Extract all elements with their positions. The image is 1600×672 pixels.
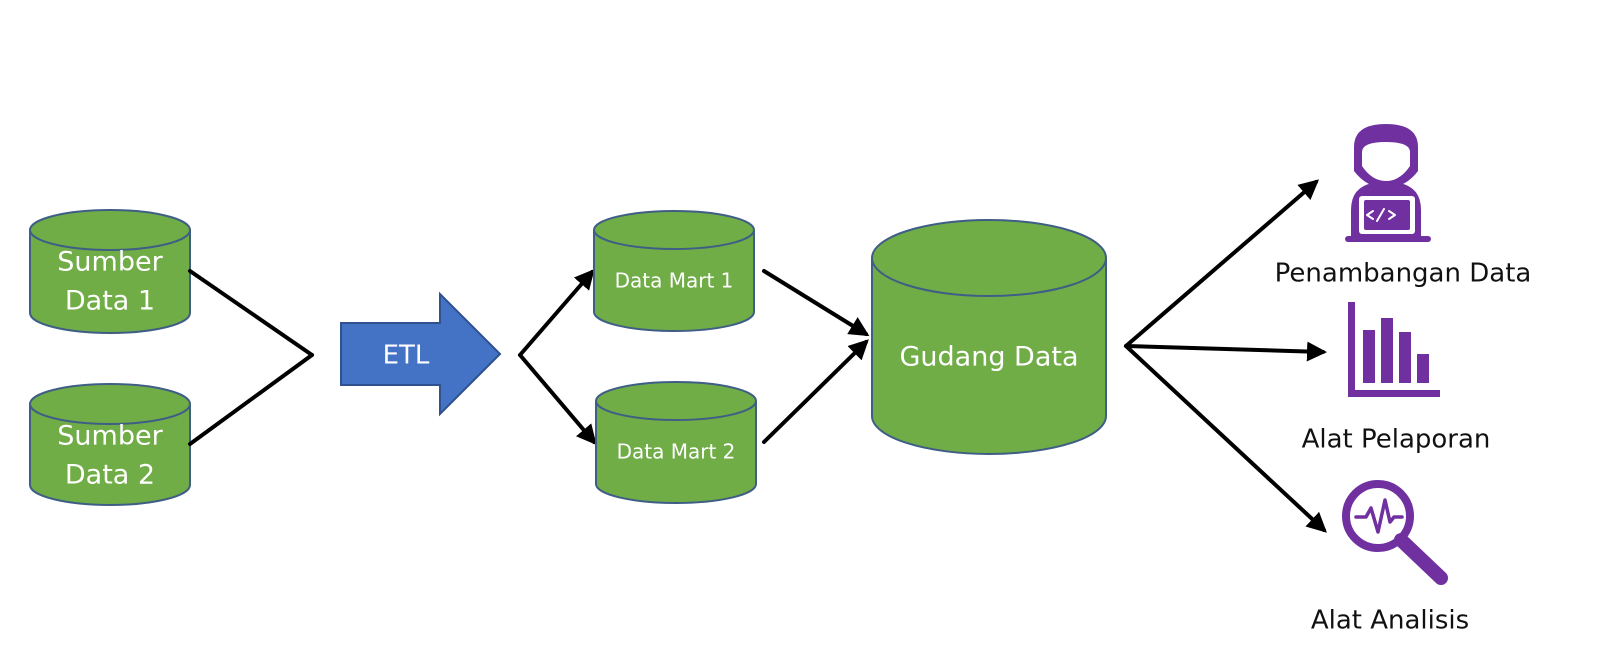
data-mart-label: Data Mart 2 [617, 440, 736, 464]
source-label-line1: Sumber [57, 421, 163, 452]
source-connector [188, 269, 314, 446]
output-label: Penambangan Data [1275, 259, 1532, 289]
output-label: Alat Pelaporan [1302, 425, 1491, 455]
data-mart-label: Data Mart 1 [615, 269, 734, 293]
source-label-line1: Sumber [57, 247, 163, 278]
source-label-line2: Data 1 [65, 286, 155, 317]
data-scientist-icon [1345, 124, 1431, 242]
warehouse-cylinder: Gudang Data [871, 219, 1107, 455]
warehouse-to-outputs-connector [1124, 179, 1327, 533]
data-mart-cylinder-2: Data Mart 2 [595, 381, 757, 504]
marts-to-warehouse-connector [762, 269, 870, 444]
etl-arrow: ETL [340, 291, 502, 417]
etl-to-marts-connector [518, 268, 597, 446]
etl-label: ETL [383, 341, 430, 371]
warehouse-label: Gudang Data [899, 342, 1078, 373]
source-cylinder-2: Sumber Data 2 [29, 383, 191, 506]
source-label-line2: Data 2 [65, 460, 155, 491]
output-label: Alat Analisis [1311, 606, 1469, 636]
data-mart-cylinder-1: Data Mart 1 [593, 210, 755, 332]
magnifier-pulse-icon [1342, 480, 1448, 585]
source-cylinder-1: Sumber Data 1 [29, 209, 191, 334]
bar-chart-icon [1348, 302, 1440, 397]
